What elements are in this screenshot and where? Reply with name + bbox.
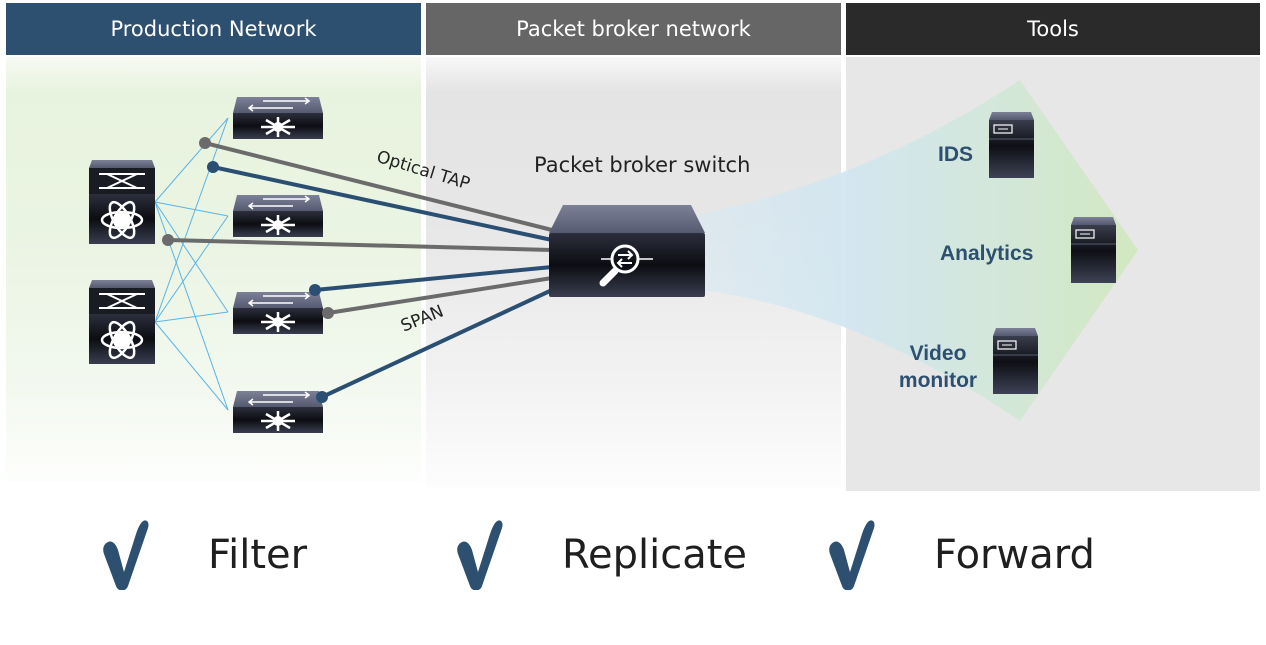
- tool-ids-label: IDS: [938, 143, 974, 166]
- bidirectional-arrows-icon: [247, 97, 311, 112]
- feature-forward: Forward: [828, 520, 1095, 590]
- link-endpoint: [199, 137, 211, 149]
- core-switch-2: [89, 280, 155, 364]
- link-endpoint: [316, 391, 328, 403]
- span-link: [314, 265, 553, 292]
- optical-tap-link: [167, 238, 553, 252]
- access-switches: [233, 97, 323, 433]
- mesh-link: [154, 311, 229, 323]
- packet-broker-switch[interactable]: [549, 205, 705, 297]
- switch-star-icon: [261, 117, 295, 137]
- mesh-link: [154, 117, 229, 203]
- mesh-link: [154, 215, 229, 323]
- packet-broker-switch-label: Packet broker switch: [534, 153, 751, 177]
- feature-filter: Filter: [102, 520, 307, 590]
- mesh-links: [154, 117, 229, 411]
- span-link: [321, 288, 553, 399]
- header-production-label: Production Network: [110, 17, 317, 41]
- bidirectional-arrows-icon: [247, 391, 311, 406]
- optical-tap-link: [212, 165, 553, 242]
- switch-star-icon: [261, 312, 295, 332]
- access-switch: [233, 195, 323, 237]
- header-tools: Tools: [846, 3, 1260, 55]
- checkmark-icon: [829, 520, 875, 590]
- feature-replicate: Replicate: [456, 520, 747, 590]
- link-endpoints: [162, 137, 334, 403]
- header-packet-broker-label: Packet broker network: [516, 17, 751, 41]
- packet-broker-icon: [599, 244, 653, 287]
- mesh-link: [154, 201, 229, 313]
- drive-bay-icon: [1075, 229, 1095, 239]
- tool-analytics-label: Analytics: [940, 242, 1034, 265]
- link-endpoint: [309, 284, 321, 296]
- feature-forward-label: Forward: [934, 532, 1095, 578]
- access-switch: [233, 292, 323, 334]
- checkmark-icon: [457, 520, 503, 590]
- checkmark-icon: [103, 520, 149, 590]
- core-switch-icon: [100, 200, 144, 240]
- link-endpoint: [162, 234, 174, 246]
- drive-bay-icon: [993, 124, 1013, 134]
- access-switch: [233, 97, 323, 139]
- header-packet-broker-network: Packet broker network: [426, 3, 841, 55]
- tool-server: [1071, 217, 1116, 283]
- link-endpoint: [322, 307, 334, 319]
- mesh-link: [154, 201, 229, 217]
- core-switch-1: [89, 160, 155, 244]
- optical-tap-link: [204, 141, 553, 232]
- tool-server: [989, 112, 1034, 178]
- bidirectional-arrows-icon: [247, 292, 311, 307]
- core-switch-icon: [100, 320, 144, 360]
- bidirectional-arrows-icon: [247, 195, 311, 210]
- switch-star-icon: [261, 411, 295, 431]
- tool-video-line1: Video: [909, 342, 967, 365]
- feature-filter-label: Filter: [208, 532, 308, 578]
- tool-video-monitor-label: Video monitor: [890, 340, 986, 394]
- tool-video-line2: monitor: [898, 369, 978, 392]
- header-tools-label: Tools: [1027, 17, 1079, 41]
- production-network-panel: [6, 57, 421, 482]
- mesh-link: [154, 321, 229, 411]
- access-switch: [233, 391, 323, 433]
- tool-server: [993, 328, 1038, 394]
- monitor-links: [167, 141, 553, 399]
- switch-star-icon: [261, 215, 295, 235]
- mesh-link: [154, 117, 229, 323]
- drive-bay-icon: [997, 340, 1017, 350]
- link-endpoint: [207, 161, 219, 173]
- span-link: [327, 276, 553, 315]
- feature-replicate-label: Replicate: [562, 532, 748, 578]
- header-production-network: Production Network: [6, 3, 421, 55]
- tool-servers: [989, 112, 1116, 394]
